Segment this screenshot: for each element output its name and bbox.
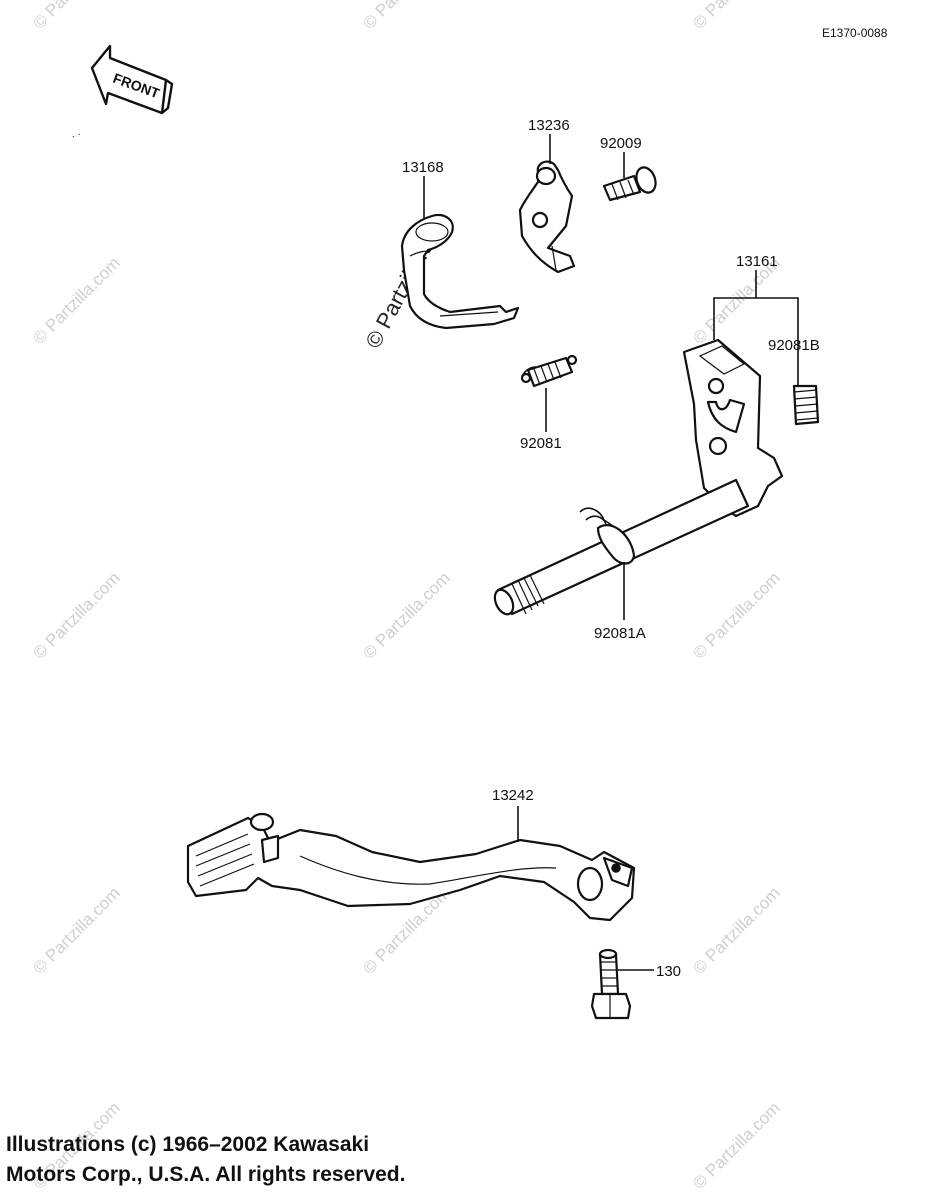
part-92081B-spring	[792, 384, 820, 426]
watermark-tile: © Partzilla.com	[29, 0, 123, 33]
part-label: 13242	[492, 787, 534, 804]
part-92009-bolt	[602, 166, 657, 202]
part-13236-bracket	[518, 160, 576, 274]
watermark-tile: © Partzilla.com	[689, 1098, 783, 1192]
watermark-tile: © Partzilla.com	[689, 568, 783, 662]
watermark-layer: © Partzilla.com © Partzilla.com © Partzi…	[29, 0, 783, 1193]
copyright-line: Illustrations (c) 1966–2002 Kawasaki	[6, 1133, 370, 1156]
part-label: 92009	[600, 135, 642, 152]
copyright-notice: Illustrations (c) 1966–2002 Kawasaki Mot…	[6, 1130, 606, 1190]
part-label: 92081A	[594, 625, 646, 642]
watermark-tile: © Partzilla.com	[29, 883, 123, 977]
part-label: 13236	[528, 117, 570, 134]
watermark-tile: © Partzilla.com	[359, 0, 453, 33]
part-13168-bracket	[400, 213, 520, 330]
copyright-line: Motors Corp., U.S.A. All rights reserved…	[6, 1163, 406, 1186]
part-label: 13168	[402, 159, 444, 176]
part-13242-shift-pedal	[186, 812, 636, 922]
watermark-tile: © Partzilla.com	[689, 0, 783, 33]
part-92081-spring	[520, 354, 578, 388]
part-label: 13161	[736, 253, 778, 270]
watermark-tile: © Partzilla.com	[689, 883, 783, 977]
leader-lines	[423, 134, 799, 971]
watermark-tile: © Partzilla.com	[29, 253, 123, 347]
part-label: 92081B	[768, 337, 820, 354]
watermark-tile: © Partzilla.com	[29, 568, 123, 662]
part-label: 92081	[520, 435, 562, 452]
dot-mark: . ·	[72, 129, 81, 140]
front-arrow-icon: FRONT	[90, 44, 174, 115]
part-13161-shift-shaft	[493, 338, 784, 616]
part-130-bolt	[590, 948, 632, 1020]
part-label: 130	[656, 963, 681, 980]
watermark-tile: © Partzilla.com	[359, 568, 453, 662]
figure-reference: E1370-0088	[822, 26, 888, 40]
